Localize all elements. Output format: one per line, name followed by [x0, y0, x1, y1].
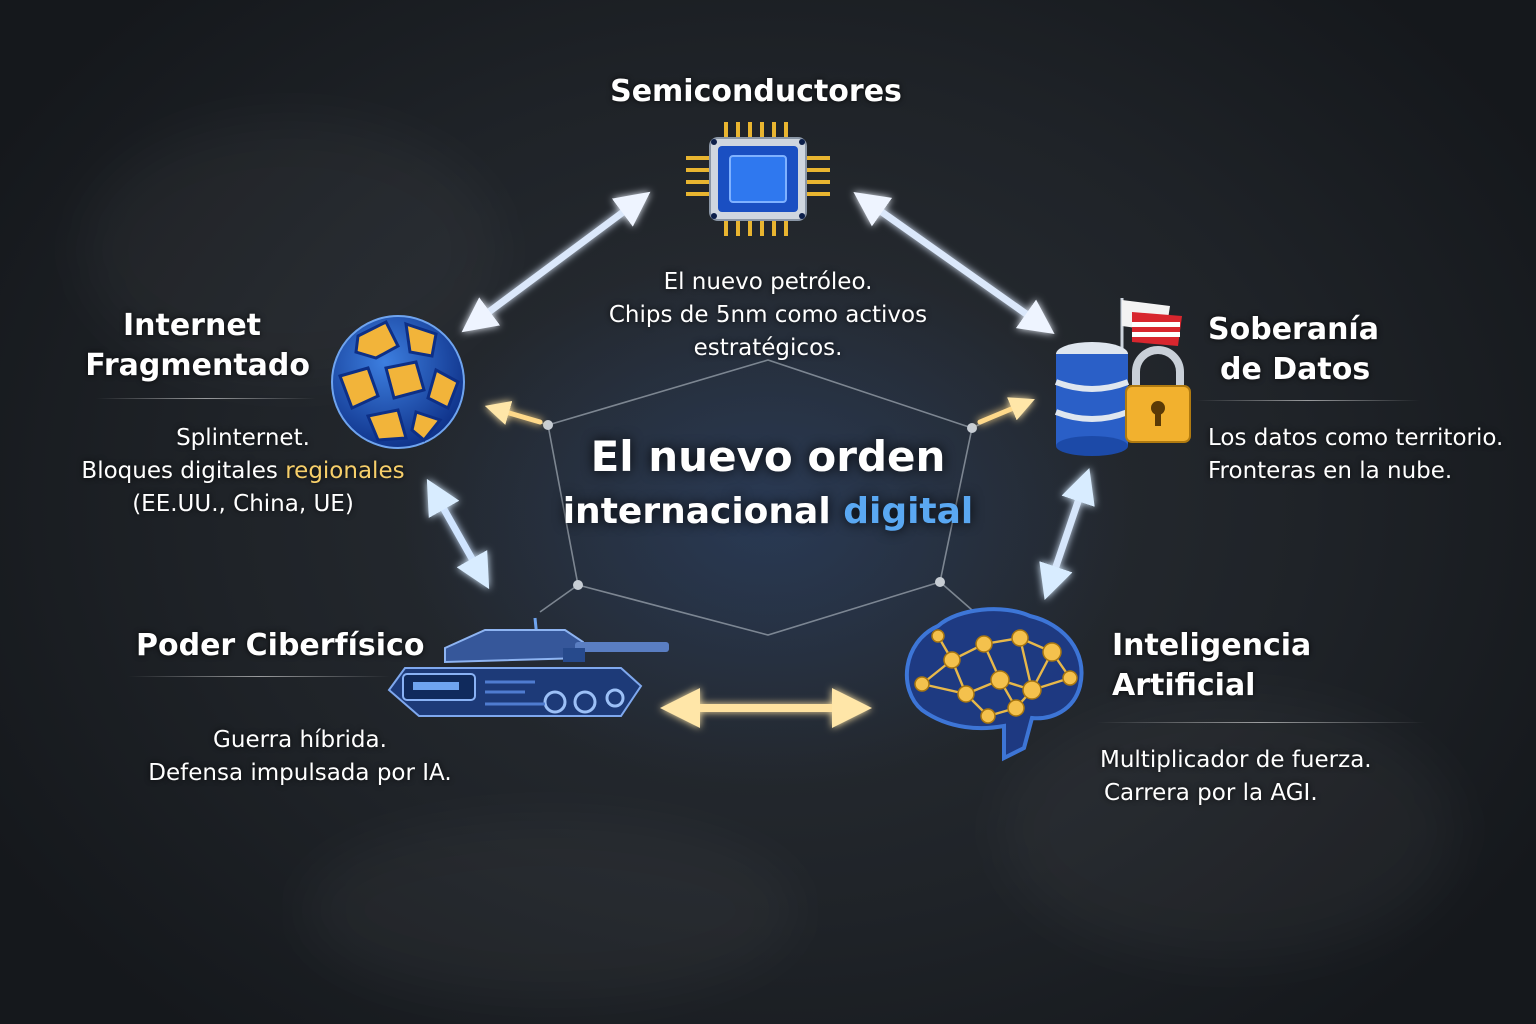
semiconductores-desc-line: estratégicos. — [693, 335, 843, 361]
center-title: El nuevo orden internacional digital — [548, 428, 988, 538]
tank-icon — [387, 617, 669, 717]
internet-desc-text: Bloques digitales — [81, 458, 286, 484]
poder-desc-line: Guerra híbrida. — [213, 727, 387, 753]
internet-title-line: Fragmentado — [85, 348, 310, 383]
center-title-word-internacional: internacional — [562, 491, 844, 532]
center-title-line1: El nuevo orden — [590, 432, 946, 481]
soberania-title-line: de Datos — [1220, 352, 1371, 387]
soberania-divider — [1196, 400, 1420, 401]
ia-title-line: Inteligencia — [1112, 628, 1312, 663]
soberania-description: Los datos como territorio. Fronteras en … — [1208, 422, 1518, 488]
soberania-title-line: Soberanía — [1208, 312, 1379, 347]
ia-desc-line: Carrera por la AGI. — [1104, 780, 1318, 806]
internet-title: Internet Fragmentado — [60, 306, 310, 386]
internet-desc-line: Splinternet. — [176, 425, 310, 451]
center-title-line2: internacional digital — [548, 486, 988, 538]
arrow-center-soberania — [977, 397, 1035, 425]
arrow-internet-semiconductores — [461, 191, 651, 333]
soberania-desc-line: Fronteras en la nube. — [1208, 458, 1453, 484]
semiconductores-desc-line: El nuevo petróleo. — [663, 269, 873, 295]
internet-divider — [96, 398, 316, 399]
ia-title: Inteligencia Artificial — [1112, 626, 1372, 706]
poder-divider — [128, 676, 390, 677]
chip-icon — [686, 122, 830, 236]
semiconductores-description: El nuevo petróleo. Chips de 5nm como act… — [540, 266, 996, 365]
internet-desc-line: (EE.UU., China, UE) — [132, 491, 354, 517]
poder-title: Poder Ciberfísico — [136, 628, 425, 663]
ia-desc-line: Multiplicador de fuerza. — [1100, 747, 1372, 773]
arrow-semiconductores-soberania — [853, 191, 1055, 335]
arrow-soberania-ia — [1039, 468, 1095, 600]
arrow-internet-poder — [426, 478, 490, 590]
fragmented-globe-icon — [331, 315, 465, 449]
internet-desc-highlight: regionales — [285, 458, 405, 484]
semiconductores-desc-line: Chips de 5nm como activos — [608, 302, 928, 328]
neural-brain-icon — [905, 607, 1084, 762]
center-title-word-digital: digital — [843, 491, 974, 532]
internet-title-line: Internet — [122, 308, 262, 343]
internet-desc-line: Bloques digitales regionales — [50, 455, 436, 488]
ia-title-line: Artificial — [1112, 668, 1256, 703]
soberania-title: Soberanía de Datos — [1208, 310, 1448, 390]
arrow-center-internet — [484, 400, 543, 425]
internet-description: Splinternet. Bloques digitales regionale… — [50, 422, 436, 521]
soberania-desc-line: Los datos como territorio. — [1208, 425, 1504, 451]
semiconductores-title: Semiconductores — [610, 74, 902, 109]
ia-description: Multiplicador de fuerza. Carrera por la … — [1100, 744, 1440, 810]
database-lock-flag-icon — [1054, 298, 1191, 456]
poder-description: Guerra híbrida. Defensa impulsada por IA… — [130, 724, 470, 790]
hexagon-nodes — [543, 420, 977, 590]
poder-desc-line: Defensa impulsada por IA. — [148, 760, 452, 786]
ia-divider — [1096, 722, 1426, 723]
